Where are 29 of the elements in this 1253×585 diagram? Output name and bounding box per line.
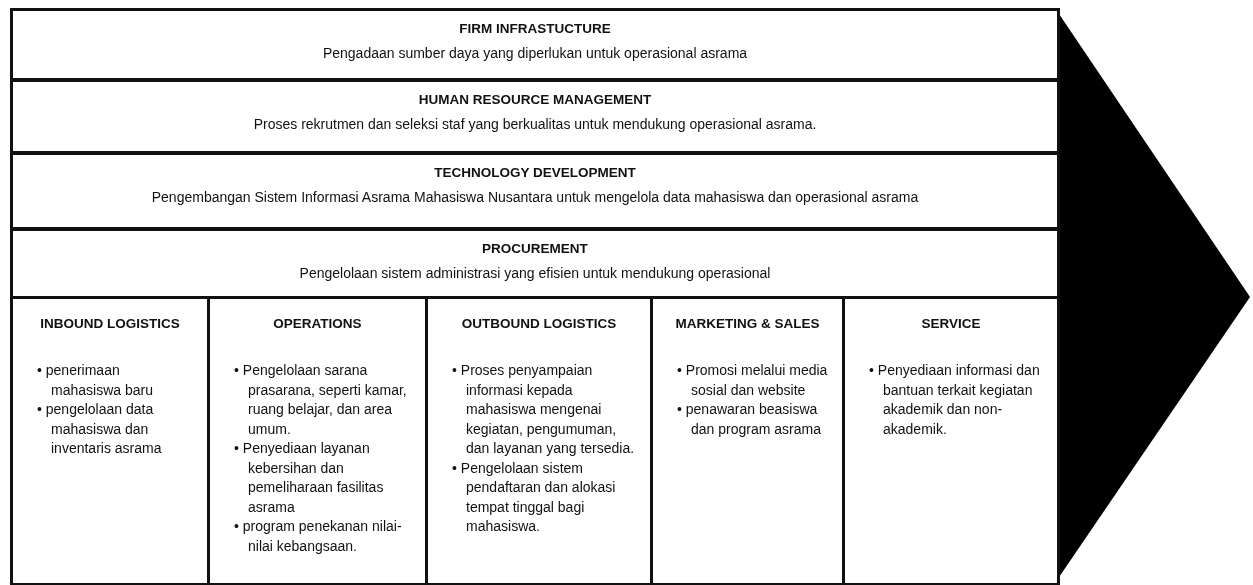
bullet-item: • Pengelolaan sarana prasarana, seperti kamar, ruang belajar, dan area umum. <box>234 361 408 439</box>
bullet-item: • Penyediaan layanan kebersihan dan pemeliharaan fasilitas asrama <box>234 439 385 517</box>
support-activity-band <box>10 152 1060 230</box>
bullet-item: • Proses penyampaian informasi kepada mahasiswa mengenai kegiatan, pengumuman, dan layanan yang tersedia. <box>452 361 636 458</box>
heading: TECHNOLOGY DEVELOPMENT <box>433 165 637 180</box>
description: Proses rekrutmen dan seleksi staf yang berkualitas untuk mendukung operasional asrama. <box>252 116 818 132</box>
bullet-item: • penawaran beasiswa dan program asrama <box>677 400 822 439</box>
bullet-item: • penerimaan mahasiswa baru <box>37 361 154 400</box>
description: Pengembangan Sistem Informasi Asrama Mahasiswa Nusantara untuk mengelola data mahasiswa dan operasional asrama <box>150 189 920 205</box>
heading: MARKETING & SALES <box>674 316 821 331</box>
heading: SERVICE <box>920 316 982 331</box>
heading: FIRM INFRASTUCTURE <box>458 21 612 36</box>
primary-activity-column <box>842 296 1060 585</box>
support-activity-band <box>10 8 1060 81</box>
description: Pengelolaan sistem administrasi yang efisien untuk mendukung operasional <box>298 265 772 281</box>
heading: HUMAN RESOURCE MANAGEMENT <box>417 92 653 107</box>
bullet-item: • Pengelolaan sistem pendaftaran dan alokasi tempat tinggal bagi mahasiswa. <box>452 458 617 536</box>
support-activity-band <box>10 79 1060 154</box>
primary-activity-column <box>10 296 210 585</box>
heading: PROCUREMENT <box>481 241 589 256</box>
bullet-item: • Penyediaan informasi dan bantuan terkait kegiatan akademik dan non-akademik. <box>869 361 1041 439</box>
support-activity-band <box>10 228 1060 299</box>
heading: OUTBOUND LOGISTICS <box>460 316 618 331</box>
heading: INBOUND LOGISTICS <box>39 316 181 331</box>
heading: OPERATIONS <box>272 316 363 331</box>
bullet-item: • Promosi melalui media sosial dan website <box>677 361 828 400</box>
bullet-item: • pengelolaan data mahasiswa dan inventaris asrama <box>37 400 163 458</box>
bullet-item: • program penekanan nilai-nilai kebangsaan. <box>234 517 403 556</box>
description: Pengadaan sumber daya yang diperlukan untuk operasional asrama <box>321 45 749 61</box>
